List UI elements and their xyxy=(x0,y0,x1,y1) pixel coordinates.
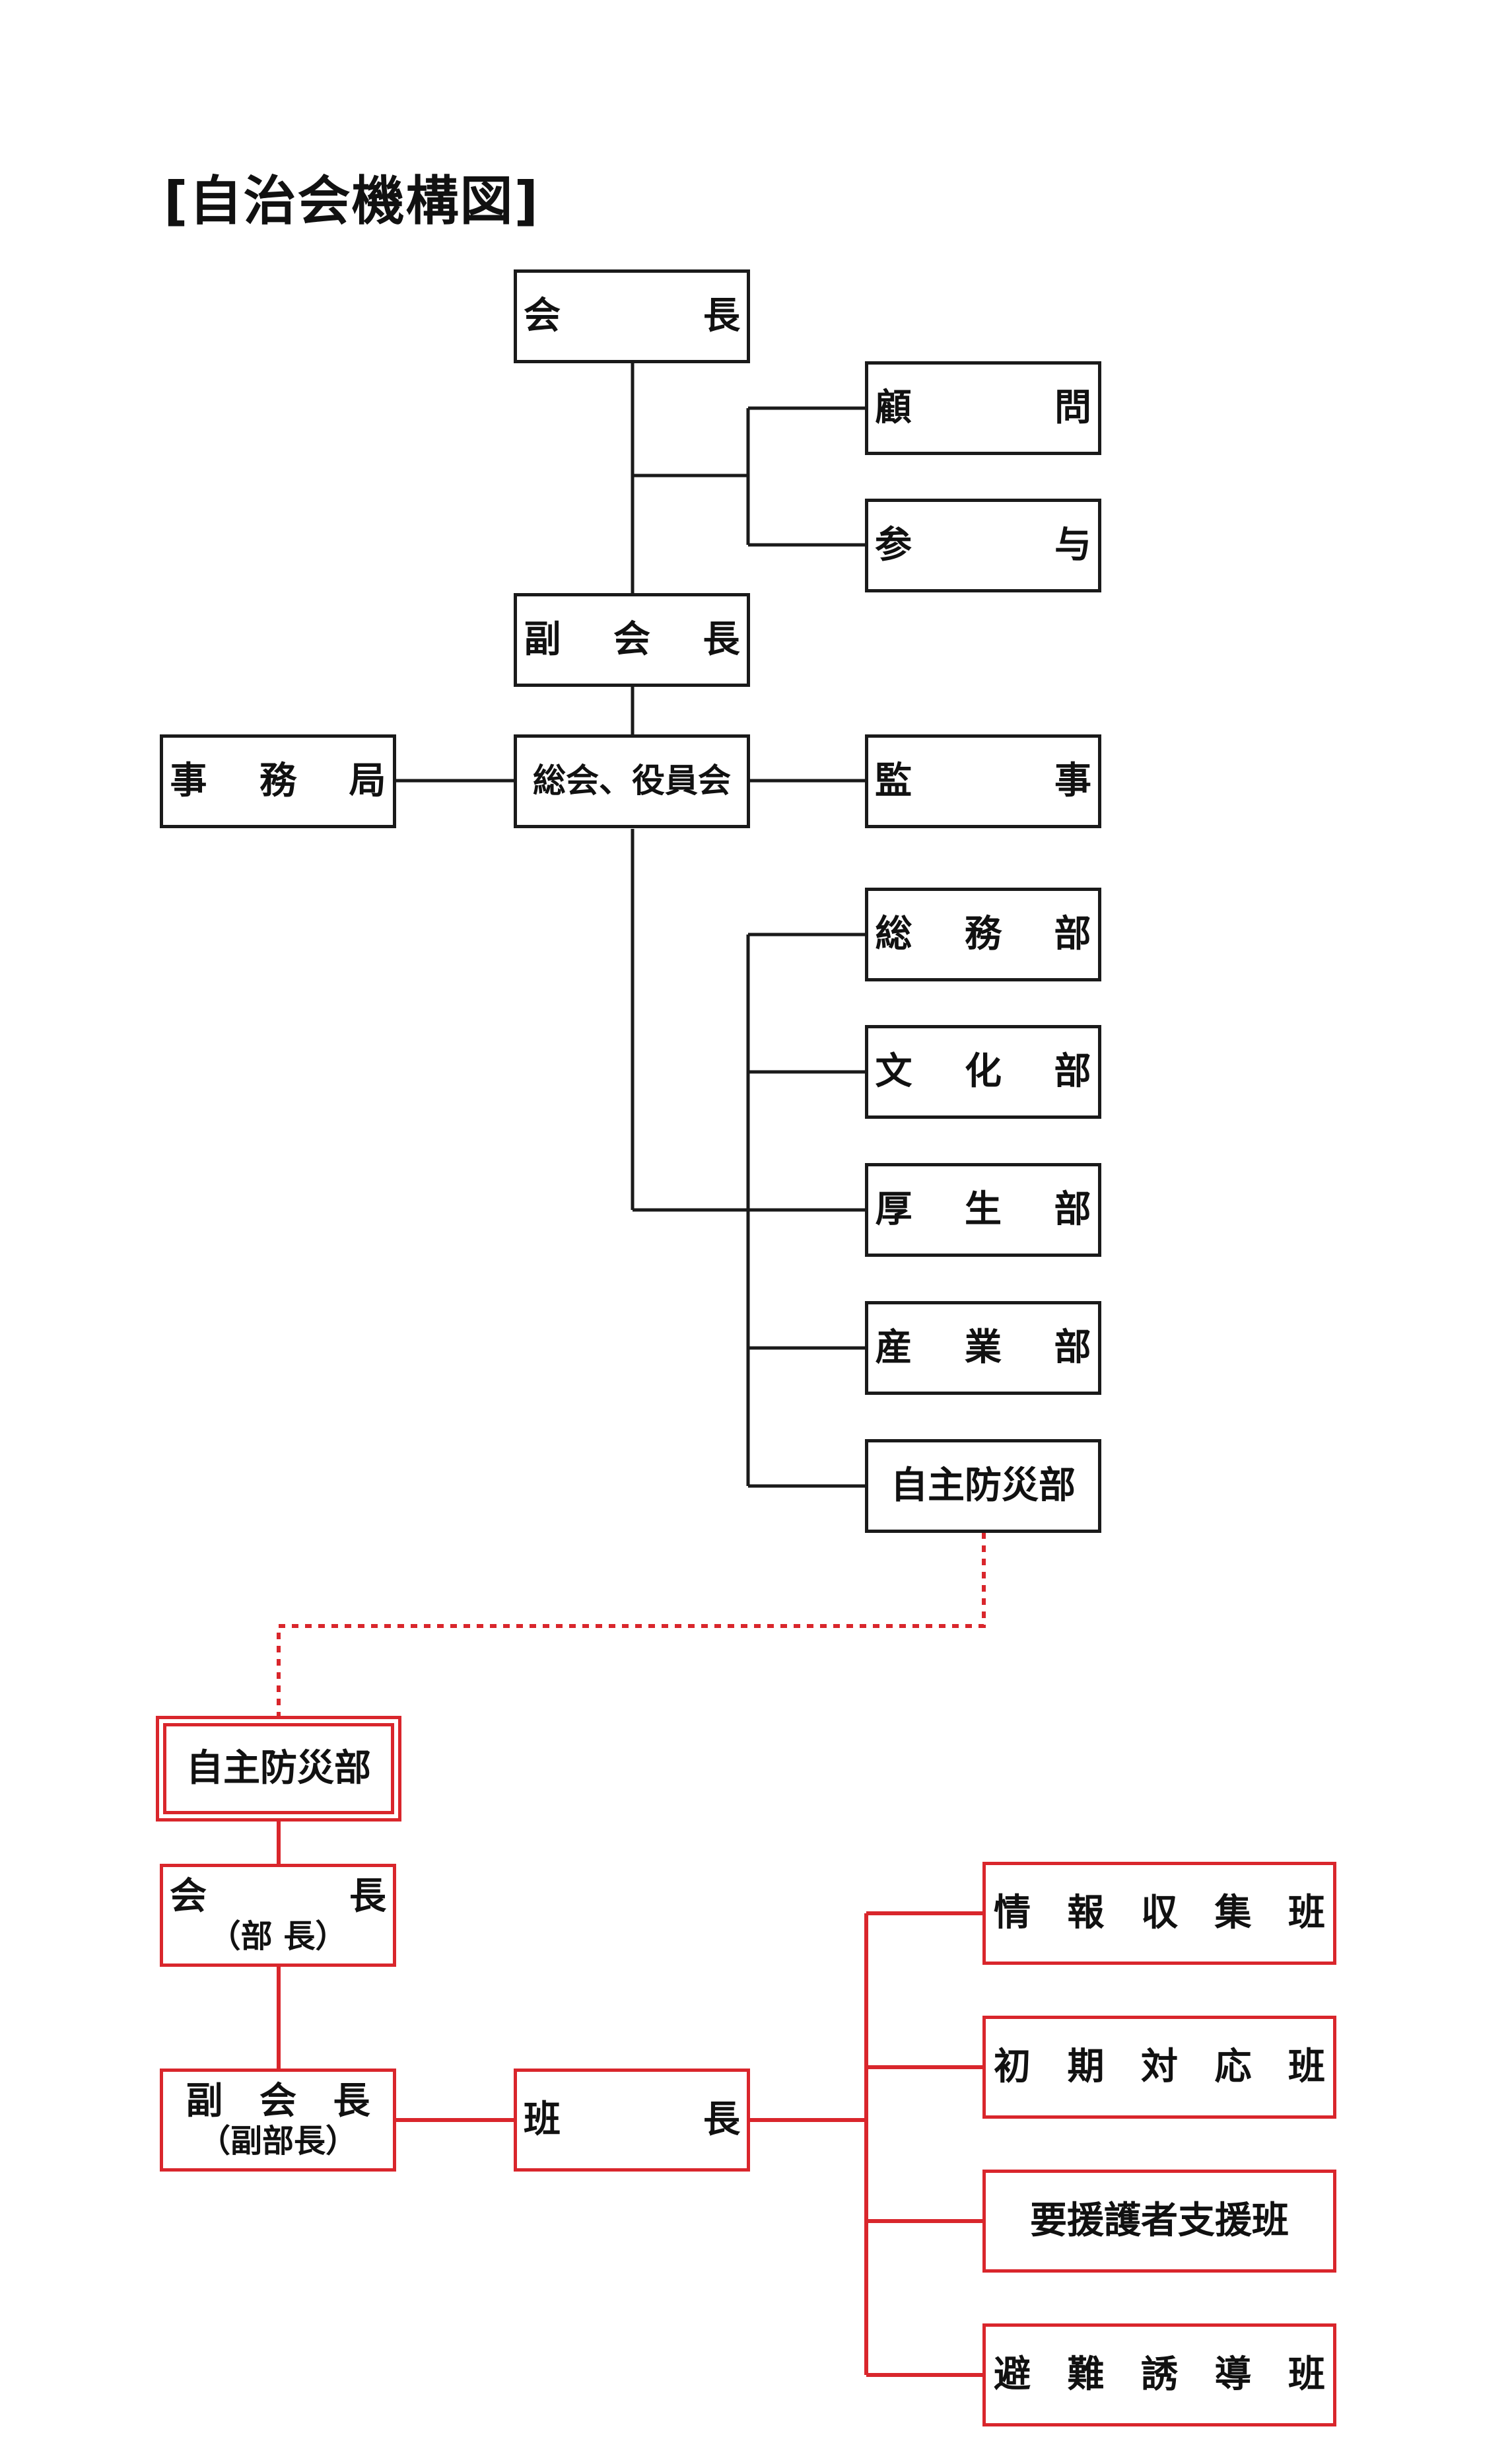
team-leader-label: 班 長 xyxy=(524,2098,793,2141)
auditor-box: 監 事 xyxy=(865,734,1101,828)
disaster-chief-box: 会 長 （部 長） xyxy=(160,1864,396,1967)
team-box: 避 難 誘 導 班 xyxy=(982,2323,1336,2426)
advisor-label: 顧 問 xyxy=(875,386,1144,429)
vice-president-label: 副 会 長 xyxy=(524,618,760,661)
general-meeting-label: 総会、役員会 xyxy=(533,761,731,800)
auditor-label: 監 事 xyxy=(875,759,1144,802)
advisor-box: 顧 問 xyxy=(865,361,1101,455)
department-label: 総 務 部 xyxy=(875,912,1111,956)
department-label: 産 業 部 xyxy=(875,1326,1111,1369)
disaster-vice-chief-title: 副 会 長 xyxy=(186,2080,382,2123)
department-box: 総 務 部 xyxy=(865,888,1101,981)
disaster-chief-title: 会 長 xyxy=(170,1875,439,1919)
president-label: 会 長 xyxy=(524,294,793,337)
disaster-chief-note: （部 長） xyxy=(209,1917,347,1955)
team-label: 要援護者支援班 xyxy=(1030,2199,1289,2242)
secretariat-label: 事 務 局 xyxy=(170,759,406,802)
department-label: 厚 生 部 xyxy=(875,1187,1111,1231)
disaster-vice-chief-note: （副部長） xyxy=(198,2122,357,2160)
page-title: [自治会機構図] xyxy=(164,170,540,232)
disaster-vice-chief-box: 副 会 長 （副部長） xyxy=(160,2069,396,2172)
team-leader-box: 班 長 xyxy=(514,2069,750,2172)
team-label: 初 期 対 応 班 xyxy=(994,2045,1337,2088)
department-box: 厚 生 部 xyxy=(865,1163,1101,1257)
team-box: 情 報 収 集 班 xyxy=(982,1862,1336,1965)
general-meeting-box: 総会、役員会 xyxy=(514,734,750,828)
team-label: 情 報 収 集 班 xyxy=(994,1891,1337,1934)
president-box: 会 長 xyxy=(514,269,750,363)
department-box: 文 化 部 xyxy=(865,1025,1101,1119)
disaster-head-box: 自主防災部 xyxy=(156,1716,401,1822)
team-label: 避 難 誘 導 班 xyxy=(994,2353,1337,2396)
vice-president-box: 副 会 長 xyxy=(514,593,750,687)
department-box: 自主防災部 xyxy=(865,1439,1101,1533)
secretariat-box: 事 務 局 xyxy=(160,734,396,828)
department-label: 自主防災部 xyxy=(891,1464,1076,1507)
department-label: 文 化 部 xyxy=(875,1049,1111,1093)
team-box: 要援護者支援班 xyxy=(982,2170,1336,2273)
team-box: 初 期 対 応 班 xyxy=(982,2016,1336,2119)
department-box: 産 業 部 xyxy=(865,1301,1101,1395)
counselor-box: 参 与 xyxy=(865,499,1101,592)
counselor-label: 参 与 xyxy=(875,523,1144,567)
disaster-head-label: 自主防災部 xyxy=(186,1746,371,1790)
